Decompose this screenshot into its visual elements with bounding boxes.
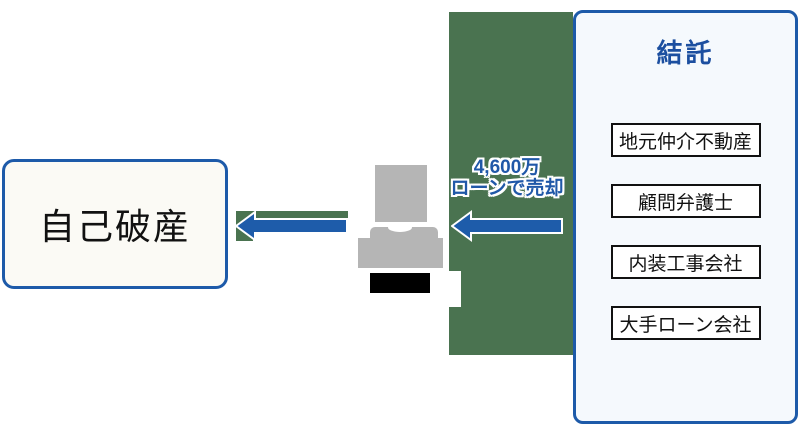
- collusion-panel: 結託 地元仲介不動産 顧問弁護士 内装工事会社 大手ローン会社: [573, 10, 798, 424]
- arrow-left-icon: [451, 210, 563, 242]
- arrow-left-icon: [235, 210, 348, 242]
- sale-method: ローンで売却: [450, 178, 564, 199]
- collusion-member-box: 顧問弁護士: [610, 184, 761, 218]
- censor-bar: [370, 273, 430, 293]
- collusion-member-box: 地元仲介不動産: [610, 123, 761, 157]
- collusion-member-box: 大手ローン会社: [610, 306, 761, 340]
- bankruptcy-box: 自己破産: [2, 159, 228, 289]
- bankruptcy-label: 自己破産: [38, 206, 191, 247]
- person-collar: [388, 223, 412, 232]
- person-body: [358, 238, 443, 268]
- collusion-member-label: 大手ローン会社: [619, 314, 752, 336]
- collusion-member-label: 地元仲介不動産: [618, 131, 752, 153]
- sale-annotation: 4,600万 ローンで売却: [442, 157, 572, 199]
- person-image-white-background: [449, 271, 461, 307]
- collusion-member-label: 顧問弁護士: [637, 192, 733, 214]
- collusion-member-box: 内装工事会社: [610, 245, 761, 279]
- collusion-member-label: 内装工事会社: [628, 253, 743, 275]
- collusion-title: 結託: [656, 38, 715, 68]
- sale-amount: 4,600万: [473, 157, 541, 178]
- collusion-member-list: 地元仲介不動産 顧問弁護士 内装工事会社 大手ローン会社: [576, 123, 795, 340]
- green-backdrop: [449, 12, 573, 355]
- person-shoulders: [370, 227, 438, 241]
- person-head: [375, 165, 427, 222]
